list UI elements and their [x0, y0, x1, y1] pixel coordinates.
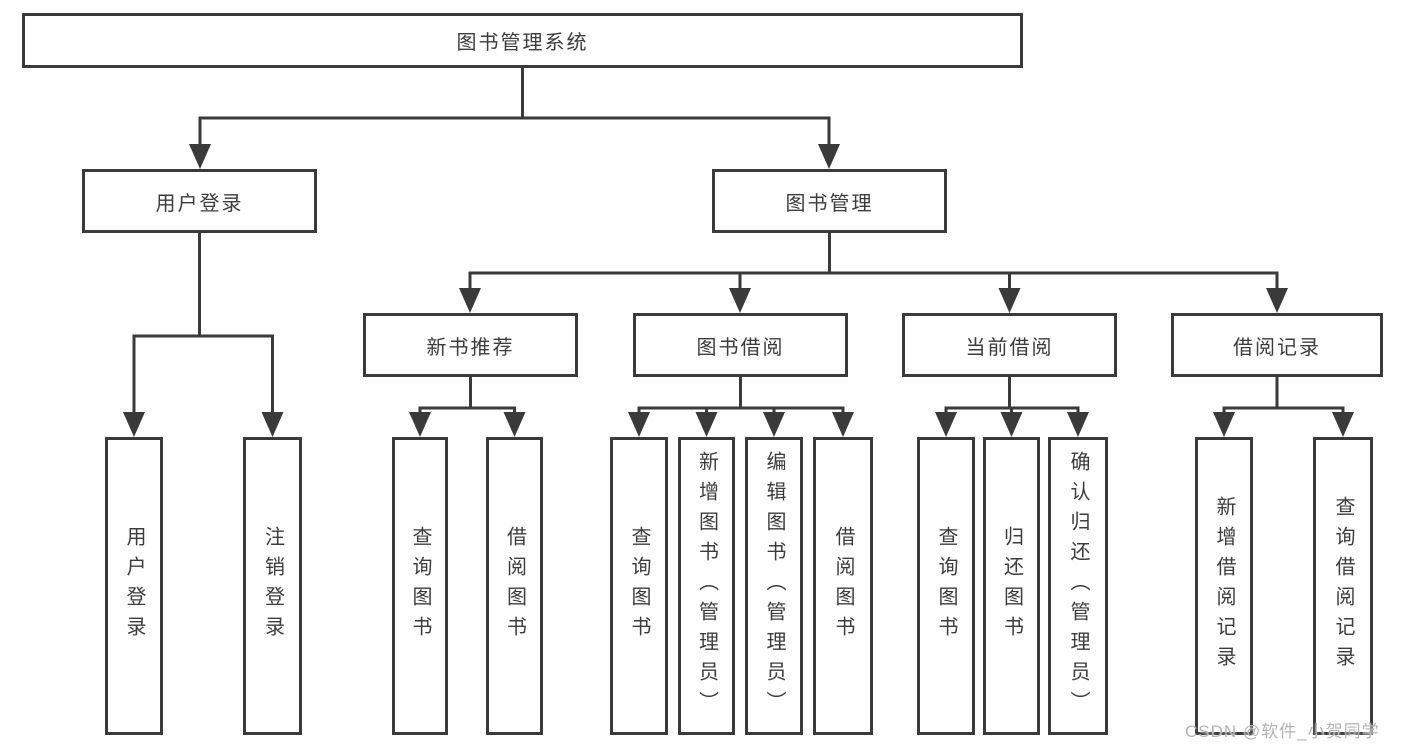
node-label: 注销登录 — [261, 526, 284, 646]
node-label: 编辑图书（管理员） — [763, 451, 785, 721]
node-label: 查询图书 — [935, 526, 957, 646]
node-label: 用户登录 — [123, 526, 145, 646]
leaf-query-borrow-record: 查询借阅记录 — [1313, 437, 1373, 735]
node-borrowing-records: 借阅记录 — [1171, 313, 1383, 377]
leaf-confirm-return-admin: 确认归还（管理员） — [1048, 437, 1108, 735]
node-label: 新增图书（管理员） — [695, 451, 718, 721]
leaf-add-books-admin: 新增图书（管理员） — [678, 437, 735, 735]
leaf-return-books: 归还图书 — [983, 437, 1040, 735]
node-label: 新增借阅记录 — [1213, 496, 1235, 676]
node-user-login: 用户登录 — [82, 169, 317, 233]
node-label: 图书借阅 — [696, 336, 785, 359]
node-label: 图书管理 — [785, 192, 874, 215]
leaf-borrow-books-recommend: 借阅图书 — [486, 437, 543, 735]
node-label: 查询图书 — [628, 526, 650, 646]
leaf-borrow-books: 借阅图书 — [813, 437, 873, 735]
connector-new-book-rec — [409, 377, 526, 437]
node-root-system: 图书管理系统 — [22, 13, 1023, 68]
leaf-query-books-borrow: 查询图书 — [610, 437, 668, 735]
node-book-borrowing: 图书借阅 — [633, 313, 848, 377]
node-label: 确认归还（管理员） — [1067, 451, 1089, 721]
node-label: 借阅图书 — [832, 526, 854, 646]
node-label: 用户登录 — [155, 192, 244, 215]
node-label: 归还图书 — [1000, 526, 1023, 646]
node-label: 图书管理系统 — [456, 32, 589, 54]
node-label: 查询借阅记录 — [1332, 496, 1354, 676]
leaf-user-login: 用户登录 — [105, 437, 163, 735]
node-label: 新书推荐 — [426, 336, 515, 359]
leaf-logout: 注销登录 — [243, 437, 302, 735]
node-book-management: 图书管理 — [712, 169, 947, 233]
connector-book-mgmt — [459, 233, 1288, 313]
connector-book-borrow — [628, 377, 854, 437]
connector-current-borrow — [935, 377, 1089, 437]
node-current-borrowing: 当前借阅 — [902, 313, 1117, 377]
node-label: 当前借阅 — [965, 336, 1054, 359]
node-new-book-recommend: 新书推荐 — [363, 313, 578, 377]
node-label: 查询图书 — [409, 526, 431, 646]
leaf-add-borrow-record: 新增借阅记录 — [1195, 437, 1253, 735]
leaf-query-books-current: 查询图书 — [917, 437, 975, 735]
csdn-watermark: CSDN @软件_小贺同学 — [1185, 722, 1380, 741]
node-label: 借阅图书 — [503, 526, 526, 646]
connector-root — [189, 68, 840, 169]
connector-user-login — [123, 233, 284, 437]
node-label: 借阅记录 — [1233, 336, 1321, 359]
connector-borrow-records — [1213, 377, 1354, 437]
leaf-edit-books-admin: 编辑图书（管理员） — [745, 437, 803, 735]
leaf-query-books-recommend: 查询图书 — [392, 437, 448, 735]
